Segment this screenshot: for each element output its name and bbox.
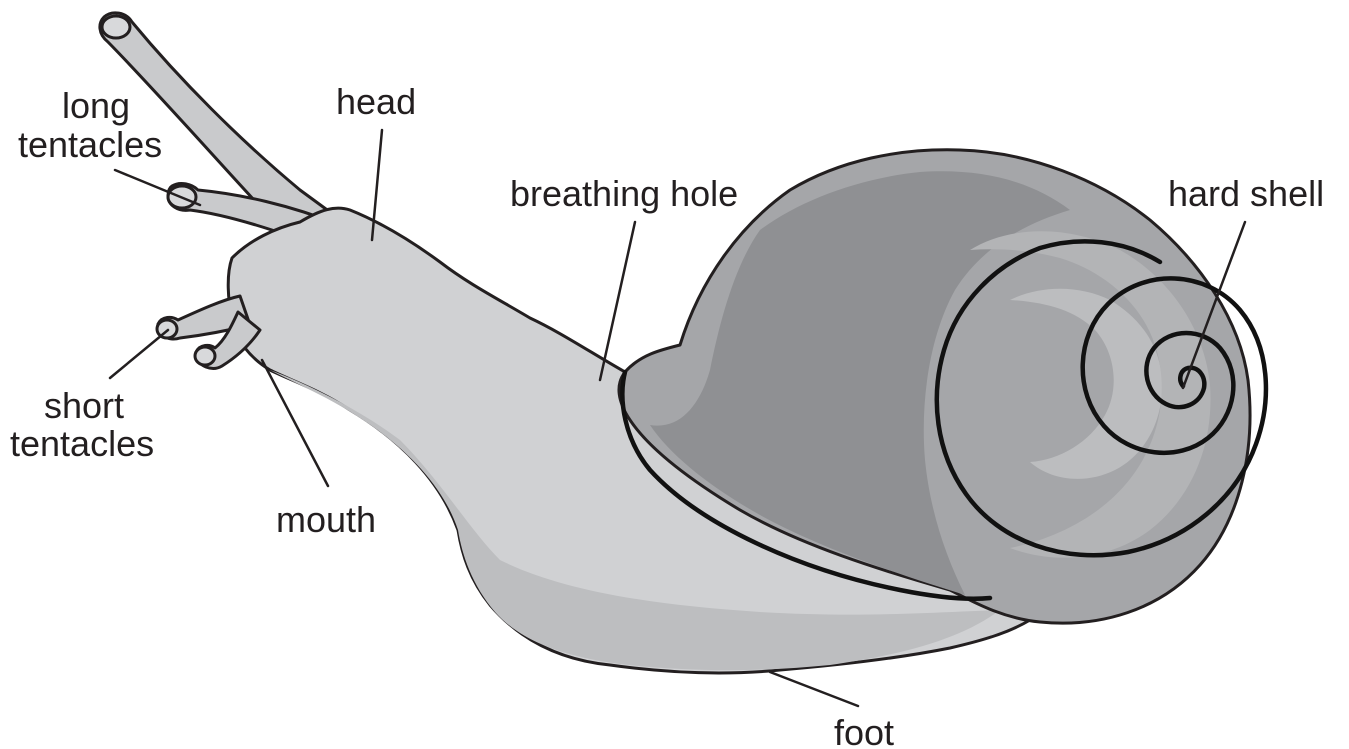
- label-head: head: [336, 81, 416, 122]
- leader-breathing-hole: [600, 222, 635, 380]
- label-short-tentacles-line1: short: [44, 385, 124, 426]
- label-breathing-hole: breathing hole: [510, 173, 738, 214]
- leader-foot: [770, 672, 858, 706]
- short-tentacle-tip-back: [195, 347, 215, 365]
- leader-short-tentacles: [110, 330, 168, 378]
- label-hard-shell: hard shell: [1168, 173, 1324, 214]
- label-long-tentacles-line2: tentacles: [18, 124, 162, 165]
- label-short-tentacles-line2: tentacles: [10, 423, 154, 464]
- label-long-tentacles-line1: long: [62, 85, 130, 126]
- long-tentacle-tip-upper: [102, 16, 130, 38]
- label-mouth: mouth: [276, 499, 376, 540]
- label-foot: foot: [834, 712, 894, 749]
